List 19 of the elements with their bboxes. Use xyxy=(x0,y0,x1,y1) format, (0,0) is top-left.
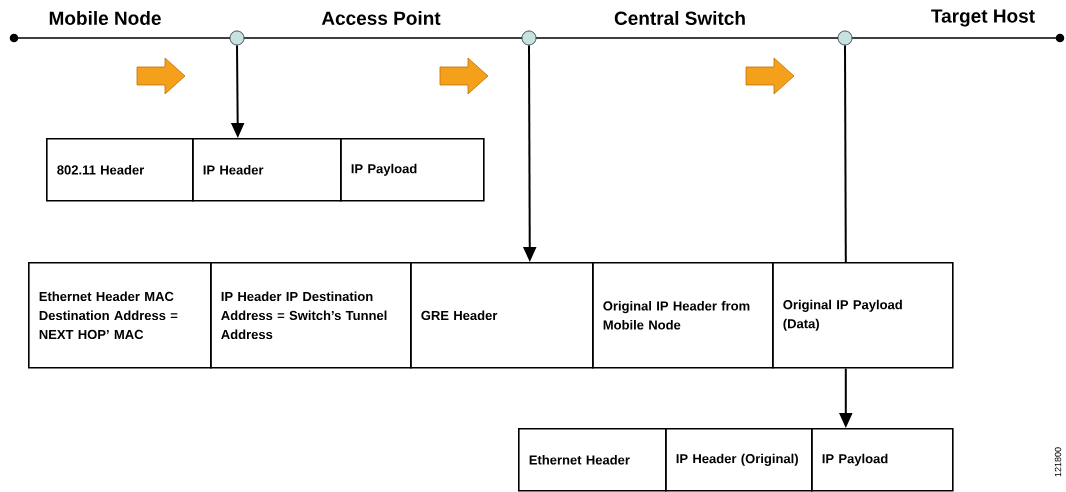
junction-circle xyxy=(521,30,537,46)
header-cell: IP Header IP Destination Address = Switch’s Tunnel Address xyxy=(210,262,412,369)
header-cell: Ethernet Header MAC Destination Address = NEXT HOP’ MAC xyxy=(28,262,212,369)
header-cell: Original IP Header from Mobile Node xyxy=(592,262,774,369)
figure-number: 121800 xyxy=(1054,447,1062,477)
header-cell: 802.11 Header xyxy=(46,138,194,202)
header-cell: IP Header (Original) xyxy=(665,428,813,492)
header-cell: IP Payload xyxy=(811,428,954,492)
junction-circle xyxy=(229,30,245,46)
station-label: Access Point xyxy=(321,11,441,25)
header-cell: Ethernet Header xyxy=(518,428,667,492)
header-cell: IP Payload xyxy=(340,138,485,202)
station-label: Central Switch xyxy=(614,11,745,25)
header-cell: GRE Header xyxy=(410,262,594,369)
junction-circle xyxy=(837,30,853,46)
header-cell: Original IP Payload (Data) xyxy=(772,262,954,369)
station-label: Target Host xyxy=(931,9,1035,27)
station-label: Mobile Node xyxy=(49,11,161,25)
header-cell: IP Header xyxy=(192,138,342,202)
